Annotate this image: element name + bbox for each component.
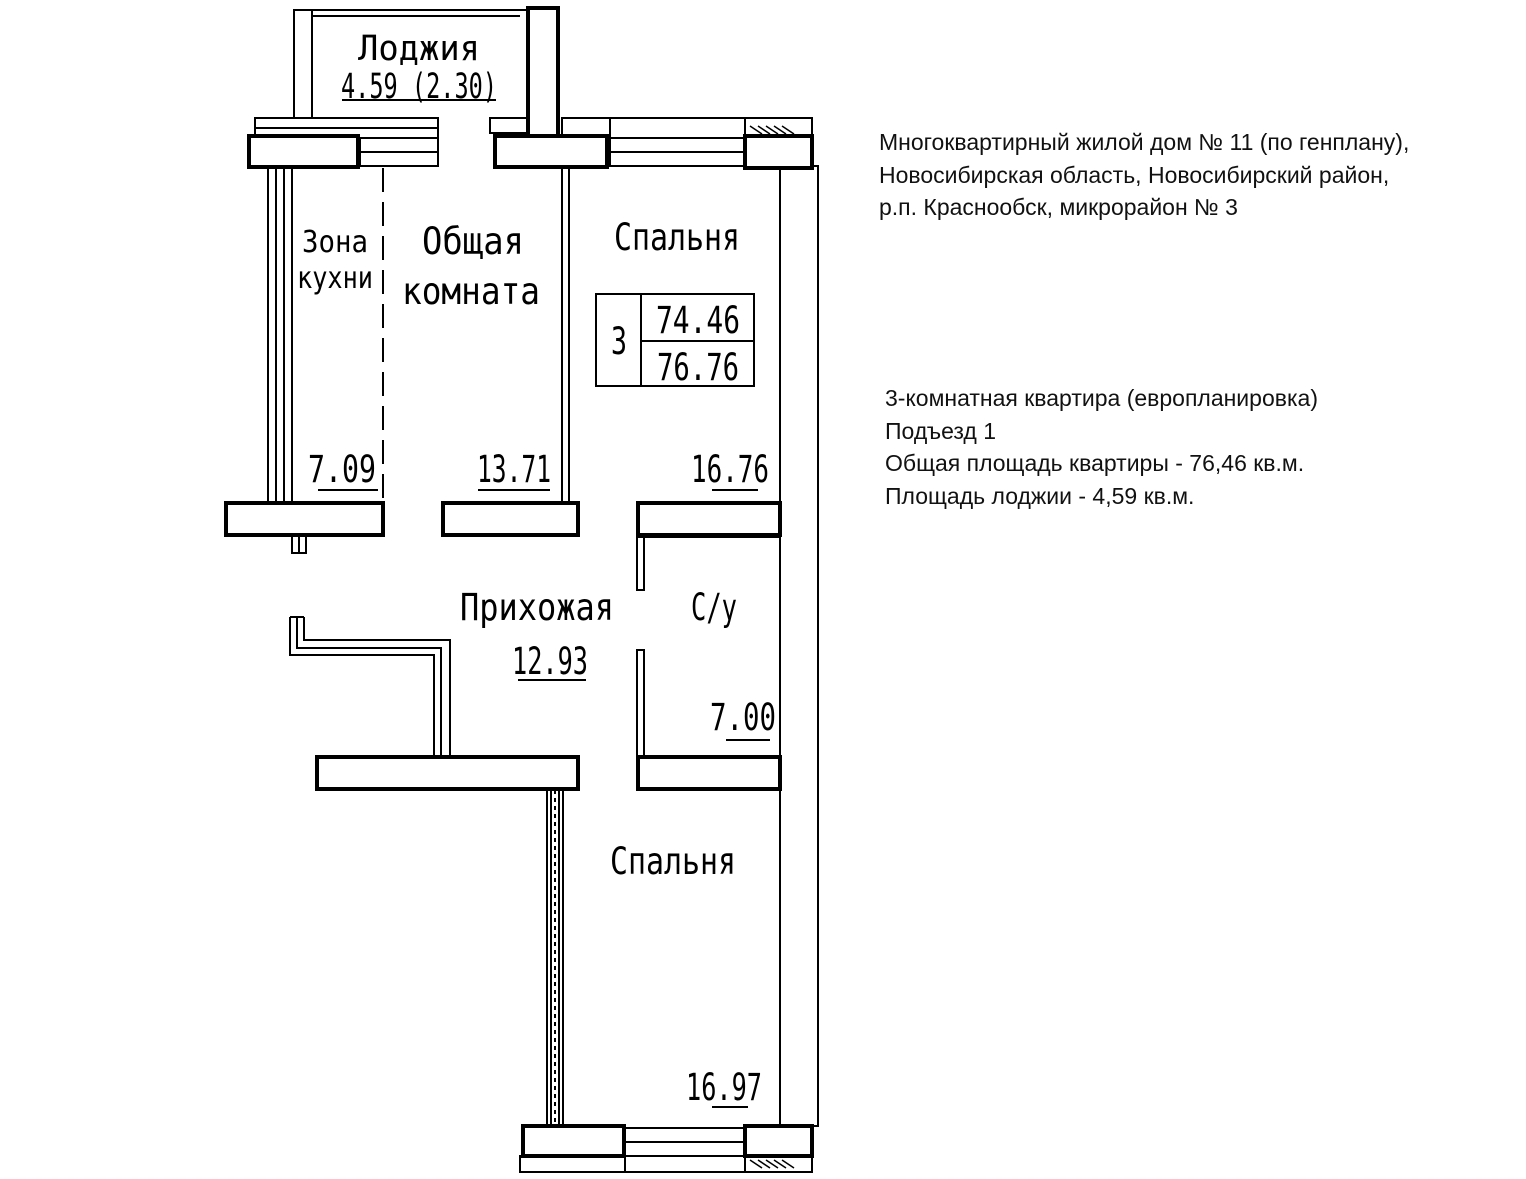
loggia-area-text: Площадь лоджии - 4,59 кв.м. xyxy=(885,482,1195,509)
living-name-line1: Общая xyxy=(422,220,524,263)
bottom-window-strip xyxy=(519,1127,813,1173)
wall-segment xyxy=(224,501,385,537)
stamp-living-area: 74.46 xyxy=(656,299,740,342)
wall-segment xyxy=(636,501,782,537)
entrance-number: Подъезд 1 xyxy=(885,417,997,444)
wall-segment xyxy=(636,755,782,791)
wall-segment xyxy=(743,134,814,170)
hall-partition xyxy=(289,616,451,757)
wall-segment xyxy=(526,6,560,139)
stamp-rooms: 3 xyxy=(611,320,627,363)
kitchen-name-line2: кухни xyxy=(297,261,373,296)
bath-name: С/у xyxy=(691,586,737,629)
address-line: Многоквартирный жилой дом № 11 (по генпл… xyxy=(879,129,1410,155)
wall-segment xyxy=(315,755,580,791)
wall-segment xyxy=(521,1124,626,1158)
bedroom2-area: 16.97 xyxy=(686,1066,762,1109)
bedroom1-name: Спальня xyxy=(614,216,740,259)
bedroom2-window xyxy=(546,789,564,1129)
bedroom2-name: Спальня xyxy=(610,840,736,883)
area-underlines xyxy=(318,99,770,1108)
living-area: 13.71 xyxy=(477,448,551,491)
partition-living-bedroom xyxy=(561,168,570,502)
living-name-line2: комната xyxy=(402,270,540,313)
apartment-type: 3-комнатная квартира (европланировка) xyxy=(885,385,1318,411)
hall-area: 12.93 xyxy=(512,640,588,683)
area-stamp-box xyxy=(595,293,755,387)
hall-name: Прихожая xyxy=(460,586,614,629)
wall-segment xyxy=(441,501,580,537)
address-line: Новосибирская область, Новосибирский рай… xyxy=(879,161,1390,188)
wall-segment xyxy=(493,134,609,169)
bath-area: 7.00 xyxy=(710,696,776,739)
kitchen-window xyxy=(267,167,307,554)
wall-segment xyxy=(743,1124,814,1158)
kitchen-area: 7.09 xyxy=(308,448,376,491)
floor-plan: Лоджия 4.59 (2.30) Зона кухни 7.09 Общая… xyxy=(224,6,819,1173)
wall-segment xyxy=(247,134,360,169)
loggia-area: 4.59 (2.30) xyxy=(341,67,497,107)
building-address: Многоквартирный жилой дом № 11 (по генпл… xyxy=(879,126,1409,224)
total-area-text: Общая площадь квартиры - 76,46 кв.м. xyxy=(885,450,1305,476)
apartment-details: 3-комнатная квартира (европланировка) По… xyxy=(885,382,1318,512)
loggia-name: Лоджия xyxy=(358,29,480,69)
kitchen-name-line1: Зона xyxy=(302,225,368,260)
right-external-wall xyxy=(745,138,819,1152)
stamp-total-area: 76.76 xyxy=(657,346,739,389)
address-line: р.п. Краснообск, микрорайон № 3 xyxy=(879,194,1238,220)
bedroom1-area: 16.76 xyxy=(691,448,769,491)
